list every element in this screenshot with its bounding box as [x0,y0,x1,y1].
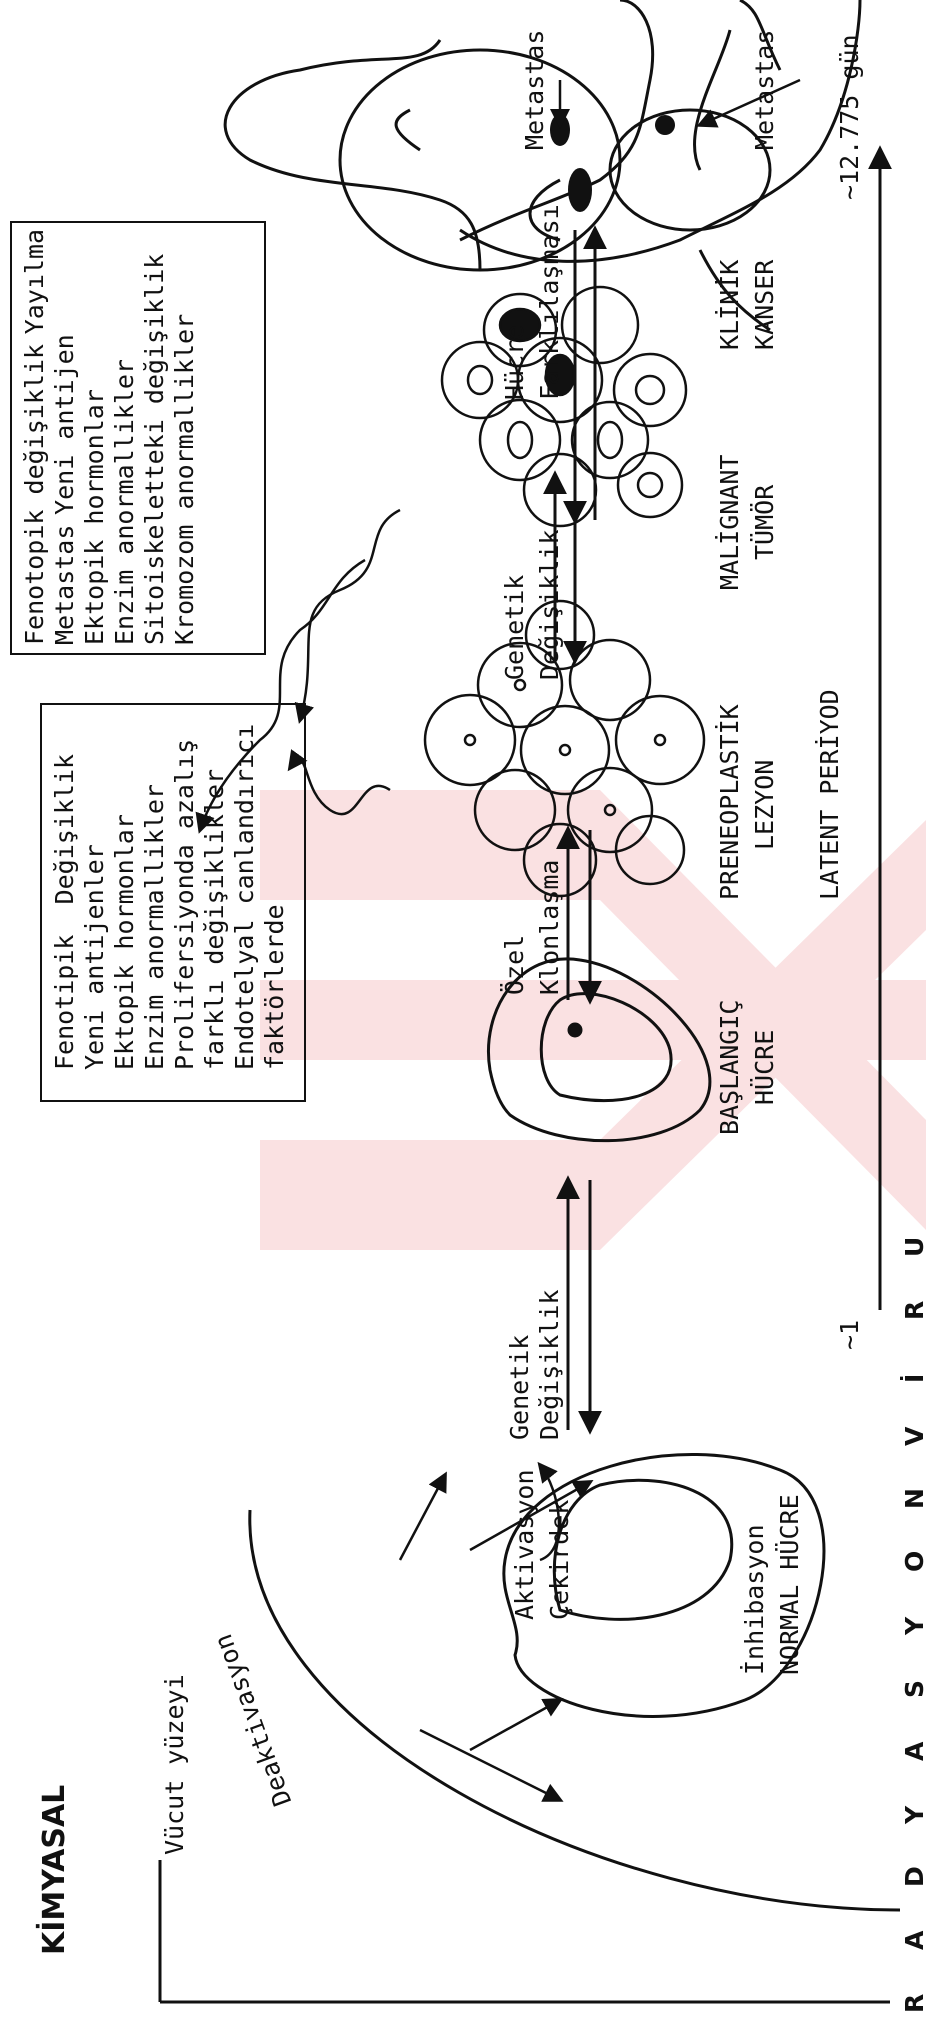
box1-item: Yeni antijenler [80,844,109,1070]
normal-cell-label: NORMAL HÜCRE [775,1494,805,1675]
body-surface-label: Vücut yüzeyi [160,1674,190,1855]
step3-line2: Değişiklik [535,529,565,680]
timeline-end-label: ~12.775 gün [835,34,865,200]
metastasis-label-1: Metastas [520,30,550,150]
box1-item: Prolifersiyonda azalış [170,739,199,1070]
box1-list: Fenotipik Değişiklik Yeni antijenler Ekt… [50,700,290,1070]
letter: O [900,1551,926,1572]
box2-item: Yeni antijen [50,334,79,515]
letter: N [900,1488,926,1509]
clinical-line1: KLİNİK [715,260,745,350]
step2-line2: Klonlaşma [535,860,565,995]
clinical-line2: KANSER [750,260,780,350]
malignant-line1: MALİGNANT [715,455,745,590]
inhibition-label: İnhibasyon [740,1524,770,1675]
preneoplastic-line2: LEZYON [750,760,780,850]
letter: A [900,1931,926,1950]
initial-cell-line1: BAŞLANGIÇ [715,1000,745,1135]
initial-cell-line2: HÜCRE [750,1030,780,1105]
letter: U [900,1237,926,1257]
letter: A [900,1742,926,1761]
box1-item: farklı değişiklikler [200,769,229,1070]
box2-list: Fenotopik değişiklik Yayılma Metastas Ye… [20,225,200,645]
box2-item: Metastas [50,525,79,645]
box2-item: Sitoiskeletteki değişiklik [140,254,169,645]
nucleus-label: Çekirdek [545,1500,575,1620]
tumor-mark [655,115,675,135]
activation-label: Aktivasyon [510,1469,540,1620]
box1-item: Endotelyal canlandırıcı [230,724,259,1070]
box1-item: Enzim anormallikler [140,784,169,1070]
step4-line2: Farklılaşması [535,204,565,400]
reaction-arrows-4 [575,230,595,520]
letter: Y [900,1617,926,1635]
box1-item: Ektopik hormonlar [110,814,139,1070]
chemical-label: KİMYASAL [40,1785,70,1955]
box2-item: Kromozom anormallikler [170,314,199,645]
step3-line1: Genetik [500,575,530,680]
body-surface-frame [160,1860,890,2002]
box1-item: faktörlerde [260,904,289,1070]
letter: V [900,1427,926,1446]
letter: R [900,1301,926,1320]
letter: R [900,1994,926,2013]
latent-period-label: LATENT PERİYOD [815,689,845,900]
letter: İ [900,1374,926,1383]
reaction-arrows-2 [568,830,590,1000]
step4-line1: Hücre [500,325,530,400]
letter: Y [900,1806,926,1824]
tumor-mark [568,168,592,212]
timeline-start-label: ~1 [835,1320,865,1350]
letter: D [900,1866,926,1887]
step2-line1: Özel [500,935,530,995]
box2-item: Fenotopik değişiklik [20,344,49,645]
step1-line2: Değişiklik [535,1289,565,1440]
metastasis-label-2: Metastas [750,30,780,150]
box2-item: Yayılma [20,229,49,334]
letter: S [900,1680,926,1698]
box1-item: Fenotipik Değişiklik [50,754,79,1070]
malignant-line2: TÜMÖR [750,485,780,560]
step1-line1: Genetik [505,1335,535,1440]
preneoplastic-line1: PRENEOPLASTİK [715,704,745,900]
box2-item: Ektopik hormonlar [80,389,109,645]
box2-item: Enzim anormallikler [110,359,139,645]
reaction-arrows-1 [568,1180,590,1430]
